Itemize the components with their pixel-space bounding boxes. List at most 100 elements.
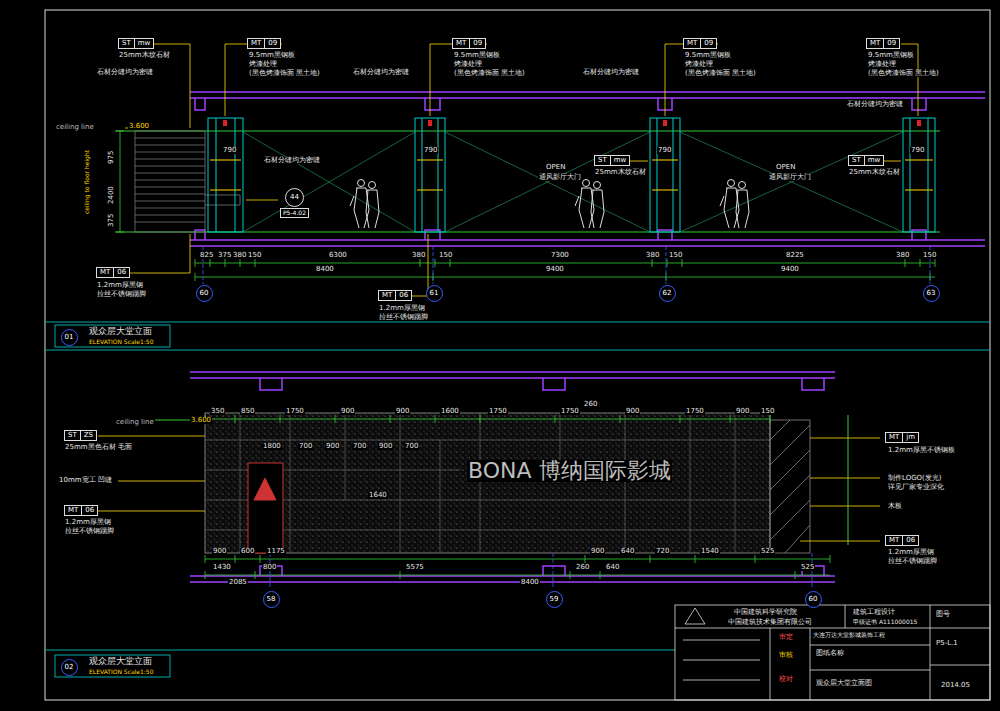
dimension-text: 525 (760, 548, 775, 555)
node-ref: 09 (700, 39, 716, 48)
note-text: 图号 (935, 611, 951, 618)
dimension-text: 3.600 (128, 123, 150, 130)
node-code: MT (886, 536, 902, 545)
dimension-text: 9400 (780, 266, 800, 273)
node-ref: 09 (469, 39, 485, 48)
leader-line (125, 44, 918, 296)
leader-line (98, 511, 205, 512)
dimension-text: 8400 (520, 579, 540, 586)
node-code: ST (119, 39, 134, 48)
column-mark (223, 120, 227, 126)
material-tag: STmw (594, 155, 630, 166)
node-code: 60 (200, 290, 209, 297)
material-tag: MT06 (378, 290, 412, 301)
dimension-text: 525 (800, 564, 815, 571)
human-figure (369, 182, 376, 189)
dimension-text: 700 (298, 443, 313, 450)
note-text: ELEVATION Scale1:50 (88, 339, 154, 345)
glass-column (208, 118, 935, 232)
leader-line (118, 481, 205, 482)
section-divider (45, 322, 990, 650)
panel-joint (205, 413, 770, 553)
dimension-text: 350 (210, 408, 225, 415)
note-text: P5-L.1 (935, 640, 959, 647)
material-tag: MT09 (452, 38, 486, 49)
dimension-text: 1750 (685, 408, 705, 415)
human-figure (736, 190, 749, 228)
leader-line (246, 200, 278, 201)
title-block (675, 605, 990, 700)
finish-line (115, 131, 940, 232)
dimension-text: 850 (240, 408, 255, 415)
dimension-text: 1540 (700, 548, 720, 555)
dimension-text: 1640 (368, 492, 388, 499)
note-text: 审核 (778, 652, 794, 659)
note-text: 1.2mm厚黑不锈钢板 (887, 447, 956, 454)
note-text: ceiling line (115, 419, 155, 426)
dimension-text: 825 (199, 252, 214, 259)
note-text: 中国建筑技术集团有限公司 (727, 619, 813, 626)
node-ref: mw (864, 156, 884, 165)
note-text: 烤漆处理 (453, 61, 483, 68)
note-text: 观众层大堂立面 (88, 327, 153, 336)
note-text: 1.2mm厚黑钢 (887, 549, 935, 556)
dimension-text: 375 (217, 252, 232, 259)
node-code: MT (248, 39, 264, 48)
note-text: 拉丝不锈钢踢脚 (378, 314, 429, 321)
dimension-line (205, 415, 830, 579)
dimension-text: 900 (340, 408, 355, 415)
section-divider (55, 655, 170, 677)
stone-wall (205, 413, 770, 553)
note-text: 石材分缝均为密缝 (96, 69, 154, 76)
dimension-text: 8400 (315, 266, 335, 273)
note-text: 拉丝不锈钢踢脚 (96, 291, 147, 298)
node-code: 59 (550, 596, 559, 603)
node-code: 60 (809, 596, 818, 603)
node-ref: 06 (902, 536, 918, 545)
glass-column (903, 118, 935, 232)
ceiling-band (190, 92, 985, 246)
column-trim (210, 160, 933, 190)
wood-panel (770, 420, 810, 553)
note-text: 建筑工程设计 (852, 609, 896, 616)
note-text: 1.2mm厚黑钢 (96, 282, 144, 289)
column-mark (663, 120, 667, 126)
glass-column (650, 118, 680, 232)
dimension-text: 2085 (228, 579, 248, 586)
stone-cladding (135, 131, 205, 232)
glass-column (208, 118, 243, 232)
leader-line (810, 478, 880, 479)
dimension-line (116, 131, 935, 281)
note-text: 校对 (778, 676, 794, 683)
leader-line (98, 436, 205, 437)
dimension-text: 8225 (785, 252, 805, 259)
human-figure (583, 180, 590, 187)
finish-line (150, 415, 848, 545)
note-text: 石材分缝均为密缝 (352, 69, 410, 76)
dimension-text: 150 (668, 252, 683, 259)
dimension-line (205, 555, 830, 563)
service-door (248, 463, 283, 553)
dimension-line (205, 571, 830, 579)
note-text: 木板 (887, 503, 903, 510)
dimension-text: 900 (590, 548, 605, 555)
node-code: 01 (65, 334, 74, 341)
finish-line (150, 415, 848, 545)
node-code: MT (886, 433, 902, 442)
leader-line (810, 506, 880, 507)
dimension-text: 6300 (328, 252, 348, 259)
column-mark (917, 120, 921, 126)
column-mark (428, 120, 432, 126)
note-text: 9.5mm黑钢板 (867, 52, 915, 59)
material-tag: MT09 (683, 38, 717, 49)
note-text: (黑色烤漆饰面 黑土地) (453, 70, 526, 77)
material-tag: MT09 (866, 38, 900, 49)
dimension-text: 900 (212, 548, 227, 555)
node-ref: 09 (883, 39, 899, 48)
human-figure (366, 190, 379, 228)
leader-line (810, 438, 880, 439)
panel-joint (205, 413, 770, 553)
note-text: (黑色烤漆饰面 黑土地) (684, 70, 757, 77)
grid-line (203, 246, 930, 284)
